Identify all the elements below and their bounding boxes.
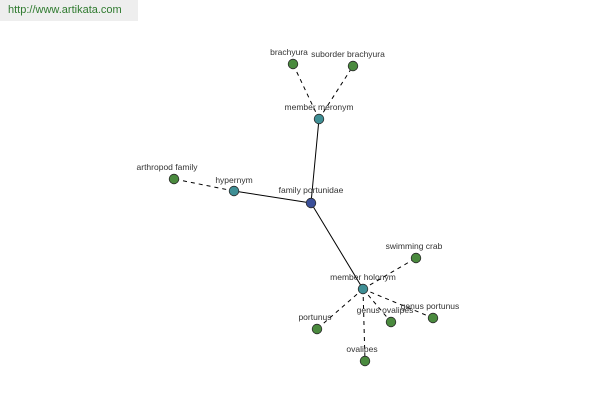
edge-hypernym-to-arthropod-family [173, 178, 235, 192]
node-swimming-crab[interactable] [410, 252, 422, 264]
node-label-brachyura[interactable]: brachyura [270, 47, 308, 57]
edge-meronym-to-brachyura [292, 63, 320, 120]
labels-layer: family portunidae member meronym hypernym m… [137, 47, 460, 354]
node-label-arthropod-family[interactable]: arthropod family [137, 162, 199, 172]
node-genus-ovalipes[interactable] [385, 316, 397, 328]
node-label-swimming-crab[interactable]: swimming crab [386, 241, 443, 251]
node-label-suborder-brachyura[interactable]: suborder brachyura [311, 49, 385, 59]
edge-holonym-to-portunus [316, 288, 364, 330]
watermark-url[interactable]: http://www.artikata.com [8, 4, 122, 16]
edges-layer [173, 63, 434, 362]
node-label-holonym[interactable]: member holonym [330, 272, 396, 282]
edge-root-to-hypernym [233, 190, 312, 204]
edge-root-to-holonym [310, 202, 364, 290]
node-genus-portunus[interactable] [427, 312, 439, 324]
node-arthropod-family[interactable] [168, 173, 180, 185]
node-label-root[interactable]: family portunidae [279, 185, 344, 195]
edge-meronym-to-suborder-brachyura [318, 65, 354, 120]
node-portunus[interactable] [311, 323, 323, 335]
node-meronym[interactable] [313, 113, 325, 125]
node-label-genus-ovalipes[interactable]: genus ovalipes [357, 305, 414, 315]
node-label-genus-portunus[interactable]: genus portunus [401, 301, 460, 311]
node-root[interactable] [305, 197, 317, 209]
nodes-layer [168, 58, 439, 367]
node-ovalipes[interactable] [359, 355, 371, 367]
node-brachyura[interactable] [287, 58, 299, 70]
node-label-portunus[interactable]: portunus [298, 312, 331, 322]
node-label-meronym[interactable]: member meronym [285, 102, 354, 112]
node-holonym[interactable] [357, 283, 369, 295]
watermark-bar: http://www.artikata.com [0, 0, 138, 21]
node-label-hypernym[interactable]: hypernym [215, 175, 252, 185]
node-label-ovalipes[interactable]: ovalipes [346, 344, 377, 354]
edge-holonym-to-swimming-crab [362, 257, 417, 290]
edge-root-to-meronym [310, 118, 320, 204]
node-hypernym[interactable] [228, 185, 240, 197]
node-suborder-brachyura[interactable] [347, 60, 359, 72]
